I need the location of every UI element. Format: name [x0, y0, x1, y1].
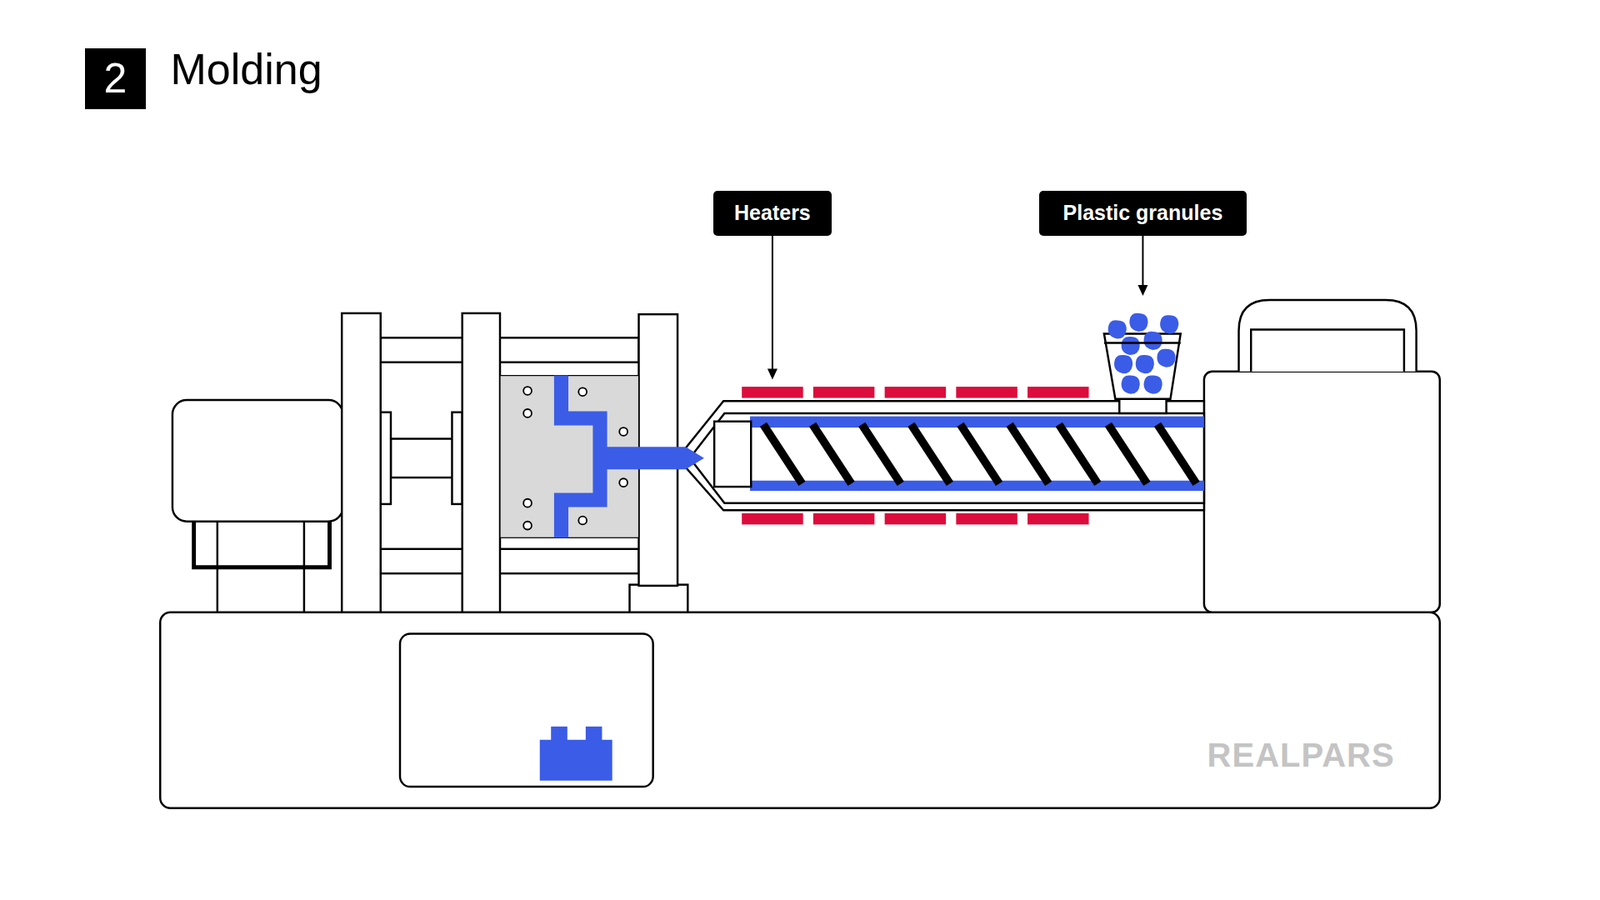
step-number-badge: 2	[85, 48, 146, 110]
screw-flight	[1108, 424, 1148, 484]
plastic-granule	[1108, 320, 1127, 339]
mold-hole	[523, 409, 532, 418]
heater-band	[1027, 386, 1089, 398]
ram-plate	[451, 412, 462, 505]
plastic-granule	[1121, 336, 1140, 355]
hopper-rim	[1104, 341, 1181, 344]
heater-band	[741, 513, 803, 525]
brick-stud	[550, 726, 568, 741]
screw-flight	[960, 424, 1000, 484]
plastic-granule	[1156, 349, 1175, 368]
heater-band	[813, 386, 875, 398]
platen-foot	[630, 585, 689, 613]
heater-band	[1027, 513, 1089, 525]
leader-line	[1141, 235, 1144, 288]
screw-flights	[763, 424, 1197, 484]
plastic-granule	[1160, 315, 1179, 334]
callout-text: Plastic granules	[1063, 200, 1224, 225]
moving-platen	[462, 313, 500, 613]
screw-flight	[1059, 424, 1099, 484]
brick-body	[540, 740, 613, 781]
motor-bracket	[194, 521, 330, 568]
tie-bar	[380, 549, 640, 574]
hopper-body	[1104, 333, 1181, 399]
machine-frame	[160, 313, 1440, 809]
watermark: REALPARS	[1207, 736, 1395, 775]
mold-hole	[578, 387, 587, 396]
screw-flight	[861, 424, 901, 484]
housing-handle-inner	[1250, 330, 1405, 372]
heater-bands	[741, 386, 1089, 525]
output-window	[400, 633, 654, 787]
screw-tip	[714, 421, 751, 487]
heater-band	[955, 386, 1017, 398]
molten-plastic	[750, 480, 1205, 491]
screw-flight	[763, 424, 803, 484]
heater-band	[885, 386, 946, 398]
hopper-neck	[1119, 398, 1166, 414]
callout-text: Heaters	[734, 200, 811, 225]
heater-band	[741, 386, 803, 398]
ram-plate	[380, 412, 391, 505]
drive-housing	[1204, 371, 1440, 613]
plastic-granule	[1129, 313, 1148, 332]
rear-platen	[341, 313, 381, 613]
mold-hole	[523, 386, 532, 395]
mold-hole	[523, 521, 532, 530]
hopper	[1104, 333, 1181, 414]
callout-label: Heaters	[713, 190, 832, 236]
mold-hole	[578, 516, 587, 525]
plastic-granule	[1144, 331, 1163, 350]
plastic-granule	[1144, 375, 1163, 394]
brick-stud	[585, 726, 603, 741]
leader-arrowhead	[1137, 285, 1148, 296]
mold-hole	[619, 478, 628, 487]
tie-bar	[380, 337, 640, 362]
heater-band	[813, 513, 875, 525]
mold-cavity	[560, 375, 600, 539]
screw-flight	[1157, 424, 1197, 484]
leader-arrowhead	[767, 369, 778, 380]
screw-flight	[812, 424, 852, 484]
step-number: 2	[103, 54, 127, 103]
clamp-motor	[172, 400, 343, 522]
molded-brick	[540, 726, 613, 781]
title: Molding	[170, 44, 322, 95]
callout-label: Plastic granules	[1039, 190, 1247, 236]
heater-band	[885, 513, 946, 525]
injection-unit	[677, 300, 1440, 613]
heater-band	[955, 513, 1017, 525]
plastic-granule	[1135, 355, 1155, 374]
screw-flight	[1010, 424, 1050, 484]
clamp-ram	[390, 439, 455, 479]
mold-hole	[523, 499, 532, 508]
sprue	[600, 446, 705, 470]
plastic-granule	[1121, 375, 1140, 394]
leader-line	[771, 235, 774, 372]
housing-handle	[1239, 300, 1417, 372]
machine-base	[160, 612, 1440, 809]
barrel	[677, 400, 1205, 510]
barrel-bore	[690, 413, 1205, 504]
mold-hole	[619, 427, 628, 436]
plastic-granule	[1114, 355, 1133, 374]
plastic-granules	[1108, 313, 1180, 395]
screw-flight	[910, 424, 950, 484]
